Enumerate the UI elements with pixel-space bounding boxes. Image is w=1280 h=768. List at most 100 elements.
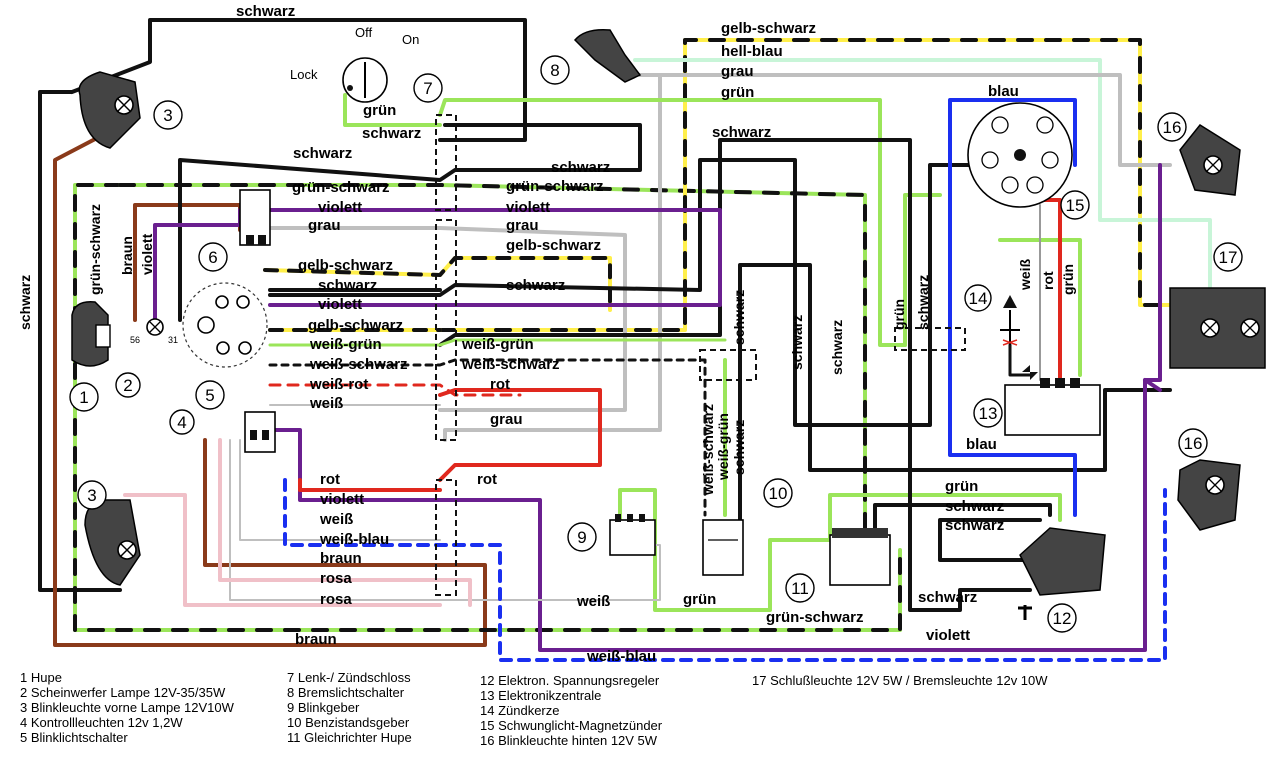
wire-blau [948,98,1077,517]
num-16b: 16 [1184,434,1203,453]
bremslichtschalter [573,28,642,83]
wl-weiss-schwarz-v: weiß-schwarz [700,404,716,496]
wire-weiss-rot [268,383,522,397]
wire-gruen-bottom [618,488,1062,612]
num-4: 4 [177,413,186,432]
label-off: Off [355,25,372,40]
wire-grau-1 [263,226,627,412]
wire-grau-top [443,73,1172,442]
legend-item: 4 Kontrollleuchten 12v 1,2W [20,715,183,730]
wire-gruen-schwarz-top-dash [118,183,867,532]
wl-gruen-bottom: grün [683,591,716,608]
wl-grau-1: grau [308,217,341,234]
wire-rot-1 [298,388,602,492]
legend-item: 8 Bremslichtschalter [287,685,405,700]
label-t56: 56 [130,335,140,345]
connector-block-top [435,114,457,211]
wl-weiss-gruen-1: weiß-grün [309,336,382,353]
wl-grau-3: grau [490,411,523,428]
num-8: 8 [550,61,559,80]
gleichrichter [829,528,891,586]
wl-weiss-blau-1: weiß-blau [319,531,389,548]
wl-violett-r: violett [506,199,550,216]
wire-gelb-schwarz-outer-dash [438,38,1207,332]
legend-item: 12 Elektron. Spannungsregeler [480,673,660,688]
wl-schwarz-left: schwarz [17,275,33,330]
wl-schwarz-r2: schwarz [945,517,1004,534]
wl-rot-v: rot [1040,271,1056,290]
legend-item: 15 Schwunglicht-Magnetzünder [480,718,663,733]
blinkgeber [609,514,656,556]
wire-violett-3 [1143,378,1162,392]
legend-item: 3 Blinkleuchte vorne Lampe 12V10W [20,700,234,715]
blinker-hinten-bottom [1177,459,1241,531]
wire-labels: schwarz grün schwarz schwarz grün-schwar… [17,3,1076,665]
label-t31: 31 [168,335,178,345]
component-numbers: 1 2 3 3 4 5 6 7 8 9 10 11 12 13 14 15 16… [69,55,1243,633]
connector-block-center [699,349,757,381]
wire-gruen-schwarz-outer-dash [73,183,902,632]
wl-gruen-top: grün [721,84,754,101]
components [71,28,1266,620]
legend-column-3: 12 Elektron. Spannungsregeler 13 Elektro… [480,673,662,748]
wire-hell-blau [633,58,1212,312]
wl-schwarz-v4: schwarz [829,320,845,375]
wl-schwarz-lock: schwarz [362,125,421,142]
zuendschloss [342,57,388,103]
num-14: 14 [969,289,988,308]
wire-gruen-lock [343,93,442,127]
wl-blau-top: blau [988,83,1019,100]
label-lock: Lock [290,67,318,82]
legend-item: 2 Scheinwerfer Lampe 12V-35/35W [20,685,226,700]
wl-gruen-v2: grün [1060,264,1076,295]
wl-violett-2: violett [318,296,362,313]
wire-schwarz-left-loop [38,18,527,592]
num-15: 15 [1066,196,1085,215]
wl-weiss-rot: weiß-rot [309,376,368,393]
wl-gruen-lock: grün [363,102,396,119]
wl-weiss-schwarz-1: weiß-schwarz [309,356,408,373]
wl-schwarz-c1: schwarz [293,145,352,162]
legend-item: 7 Lenk-/ Zündschloss [287,670,411,685]
num-6: 6 [208,248,217,267]
connector-block-right [894,327,966,351]
wl-violett-3: violett [320,491,364,508]
wl-gelb-schwarz-top: gelb-schwarz [721,20,816,37]
connector-block-mid [435,219,457,441]
wl-weiss-schwarz-2: weiß-schwarz [461,356,560,373]
wl-grau-top: grau [721,63,754,80]
wl-schwarz-c2: schwarz [318,277,377,294]
wl-gruen-schwarz-left: grün-schwarz [87,204,103,295]
blinklichtschalter [239,189,271,246]
connector-blocks [435,114,966,596]
wl-schwarz-v3: schwarz [789,315,805,370]
blinker-front-top [78,71,141,149]
wl-schwarz-r3: schwarz [918,589,977,606]
wl-gruen-schwarz-1: grün-schwarz [292,179,390,196]
wl-gelb-schwarz-2: gelb-schwarz [308,317,403,334]
label-on: On [402,32,419,47]
scheinwerfer [182,282,268,368]
wire-violett-2 [268,163,1162,652]
wl-blau-bottom: blau [966,436,997,453]
legend-item: 5 Blinklichtschalter [20,730,128,745]
legend-item: 14 Zündkerze [480,703,560,718]
wl-rot-2: rot [490,376,510,393]
wl-weiss-3: weiß [576,593,610,610]
wl-schwarz-c5: schwarz [712,124,771,141]
wl-grau-2: grau [506,217,539,234]
legend-item: 17 Schlußleuchte 12V 5W / Bremsleuchte 1… [752,673,1048,688]
schalter-unten [244,411,276,453]
wl-gelb-schwarz-3: gelb-schwarz [506,237,601,254]
legend-column-1: 1 Hupe 2 Scheinwerfer Lampe 12V-35/35W 3… [20,670,234,745]
num-12: 12 [1053,609,1072,628]
legend-item: 13 Elektronikzentrale [480,688,602,703]
wl-schwarz-r1: schwarz [945,498,1004,515]
wl-gruen-right: grün [945,478,978,495]
wl-violett-bottom: violett [926,627,970,644]
wire-gruen-top [438,98,907,347]
blinker-front-bottom [84,499,141,586]
wire-schwarz-center-3 [268,263,1172,522]
wire-rosa [123,438,472,607]
switch-labels: Off On Lock 56 31 [130,25,419,345]
